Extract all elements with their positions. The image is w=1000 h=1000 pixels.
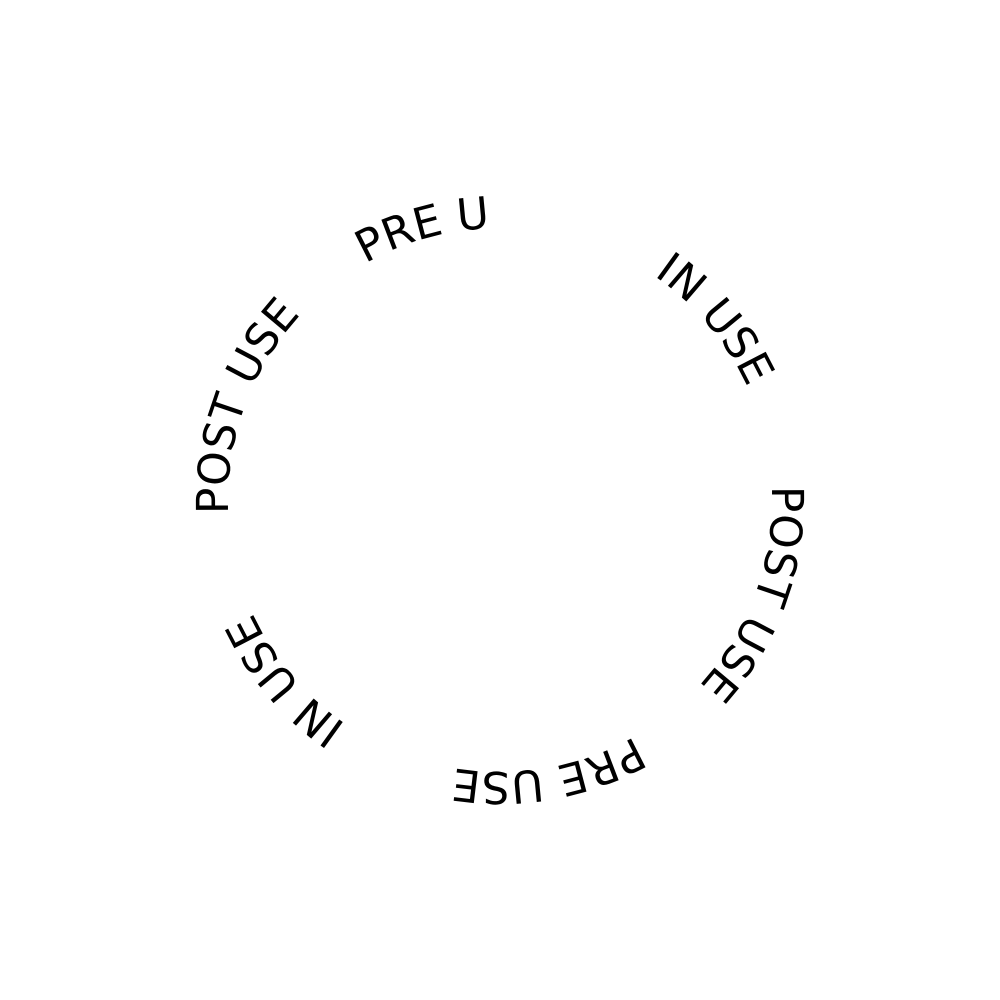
ring-label: PRE USE [450,727,653,812]
ring-label-text: PRE USE [450,727,653,812]
ring-label: POST USE [691,486,812,712]
ring-label-text: IN USE [647,243,783,392]
ring-label-text: POST USE [188,289,309,515]
ring-label-text: PRE USE [0,0,491,273]
ring-label: PRE USE [0,0,491,273]
ring-label: POST USE [188,289,309,515]
ring-label: IN USE [216,608,352,757]
ring-labels-group: PRE USE IN USE POST USE PRE USE IN USE POST U… [0,0,812,812]
ring-label-text: IN USE [216,608,352,757]
ring-label: IN USE [647,243,783,392]
ring-label-text: POST USE [691,486,812,712]
